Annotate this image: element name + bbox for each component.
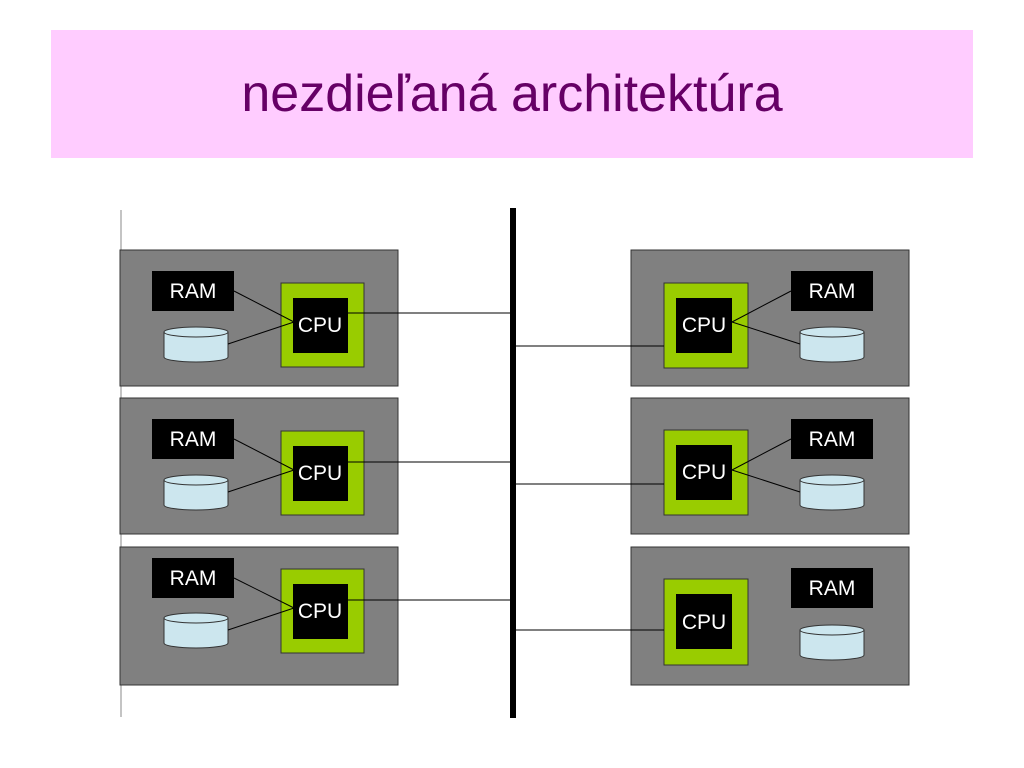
ram-link: [233, 290, 295, 323]
cpu-label: CPU: [682, 461, 726, 484]
title-band: nezdieľaná architektúra: [51, 30, 973, 158]
ram-chip: [152, 271, 234, 311]
ram-label: RAM: [809, 428, 856, 451]
ram-link: [233, 438, 295, 471]
disk-icon: [163, 612, 229, 649]
disk-link: [227, 607, 295, 631]
ram-link: [731, 438, 792, 471]
node-right-2: CPU RAM: [513, 397, 910, 535]
ram-chip: [152, 558, 234, 598]
cpu-chip: [293, 446, 348, 501]
disk-icon: [163, 474, 229, 511]
disk-link: [731, 469, 801, 493]
ram-chip: [791, 271, 873, 311]
disk-link: [731, 321, 801, 345]
node-right-3: CPU RAM: [513, 546, 910, 686]
node-right-1: CPU RAM: [513, 249, 910, 387]
ram-chip: [791, 419, 873, 459]
cpu-label: CPU: [682, 611, 726, 634]
ram-label: RAM: [809, 577, 856, 600]
slide-title: nezdieľaná architektúra: [241, 65, 783, 123]
ram-label: RAM: [170, 280, 217, 303]
disk-link: [227, 469, 295, 493]
cpu-label: CPU: [298, 314, 342, 337]
disk-icon: [163, 326, 229, 363]
cpu-label: CPU: [682, 314, 726, 337]
disk-icon: [799, 474, 865, 511]
node-left-1: RAM CPU: [119, 249, 513, 387]
cpu-chip: [676, 594, 732, 649]
disk-icon: [799, 624, 865, 661]
ram-label: RAM: [170, 428, 217, 451]
ram-link: [731, 290, 792, 323]
ram-label: RAM: [170, 567, 217, 590]
ram-link: [233, 577, 295, 609]
cpu-label: CPU: [298, 600, 342, 623]
cpu-chip: [676, 445, 732, 500]
disk-link: [227, 321, 295, 345]
node-left-3: RAM CPU: [119, 546, 513, 686]
ram-label: RAM: [809, 280, 856, 303]
disk-icon: [799, 326, 865, 363]
cpu-chip: [293, 584, 348, 639]
cpu-label: CPU: [298, 462, 342, 485]
cpu-chip: [676, 298, 732, 353]
cpu-chip: [293, 298, 348, 353]
ram-chip: [791, 568, 873, 608]
node-left-2: RAM CPU: [119, 397, 513, 535]
ram-chip: [152, 419, 234, 459]
